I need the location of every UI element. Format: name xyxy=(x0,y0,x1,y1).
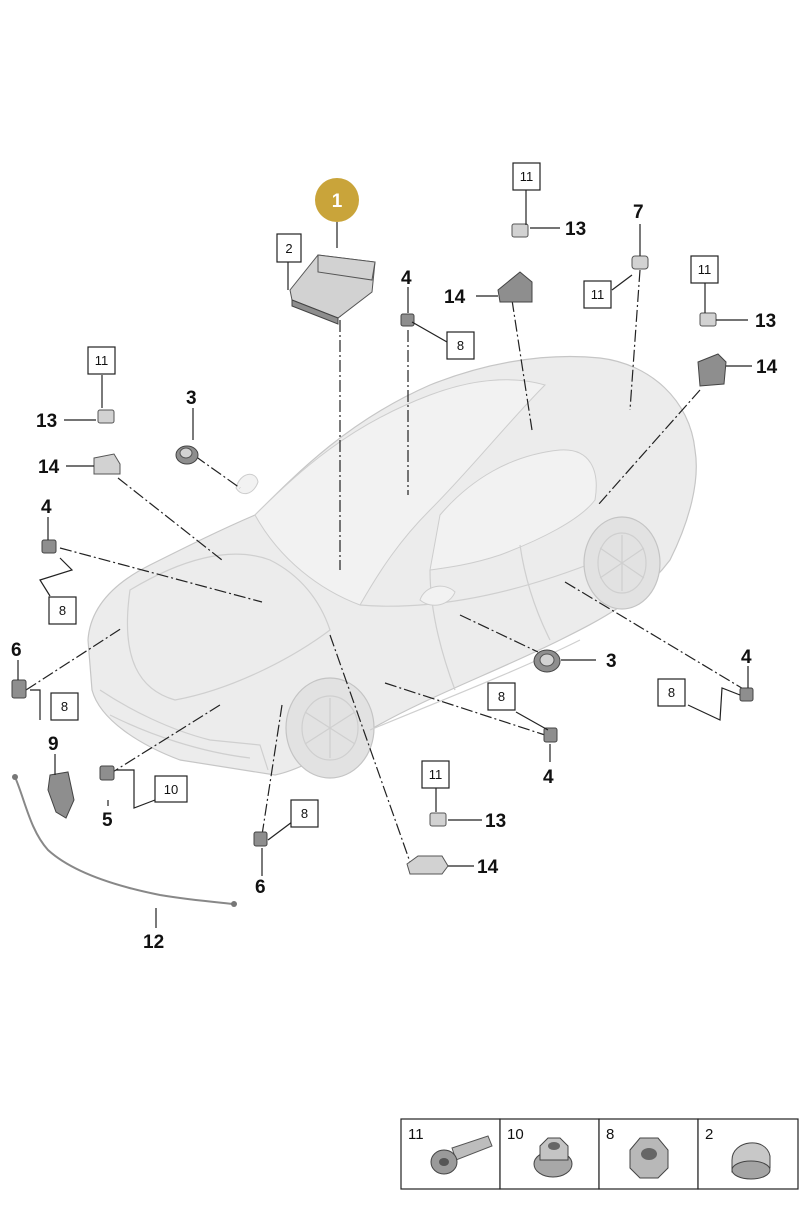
car-illustration xyxy=(87,355,697,779)
callout-6b: 6 xyxy=(255,877,266,898)
control-unit-part xyxy=(289,254,376,325)
sensor-part-4a xyxy=(400,313,415,327)
bolt-icon xyxy=(430,1135,493,1175)
callout-8b: 8 xyxy=(59,603,66,618)
sensor-part-6b xyxy=(253,831,268,847)
bracket-part-14d xyxy=(406,855,449,875)
bracket-part-14a xyxy=(497,271,533,303)
callout-14d: 14 xyxy=(477,857,499,878)
sensor-part-6a xyxy=(11,679,27,699)
callout-14c: 14 xyxy=(38,457,60,478)
clip-part-13b xyxy=(699,312,717,327)
callout-8e: 8 xyxy=(668,685,675,700)
cap-nut-icon xyxy=(731,1142,771,1180)
callout-3b: 3 xyxy=(606,651,617,672)
sensor-part-7 xyxy=(631,255,649,270)
leader-lines xyxy=(25,269,746,863)
callout-11a: 11 xyxy=(520,169,534,184)
bracket-part-14c xyxy=(93,453,121,475)
legend-number-2: 8 xyxy=(606,1126,614,1143)
callout-10: 10 xyxy=(164,782,178,797)
callout-1: 1 xyxy=(332,191,343,212)
callout-11d: 11 xyxy=(95,353,109,368)
sensor-part-4c xyxy=(739,687,754,702)
hex-nut-icon xyxy=(629,1137,669,1179)
clip-part-13c xyxy=(97,409,115,424)
callout-4d: 4 xyxy=(543,767,554,788)
callout-2: 2 xyxy=(285,241,292,256)
callout-8a: 8 xyxy=(457,338,464,353)
clip-part-13d xyxy=(429,812,447,827)
callout-5: 5 xyxy=(102,810,113,831)
solid-leaders xyxy=(17,190,752,928)
legend-number-1: 10 xyxy=(507,1126,524,1143)
wire-harness-part-12 xyxy=(14,776,235,905)
callout-11c: 11 xyxy=(698,262,712,277)
sensor-part-3b xyxy=(533,649,561,673)
callout-7: 7 xyxy=(633,202,644,223)
callout-8c: 8 xyxy=(61,699,68,714)
callout-9: 9 xyxy=(48,734,59,755)
callout-14a: 14 xyxy=(444,287,466,308)
callout-11e: 11 xyxy=(429,767,443,782)
flange-nut-icon xyxy=(533,1137,573,1178)
callout-12: 12 xyxy=(143,932,164,953)
callout-13c: 13 xyxy=(36,411,57,432)
callout-6a: 6 xyxy=(11,640,22,661)
clip-part-13a xyxy=(511,223,529,238)
callout-3a: 3 xyxy=(186,388,197,409)
parts xyxy=(11,223,754,907)
legend-number-3: 2 xyxy=(705,1126,713,1143)
legend-number-0: 11 xyxy=(408,1126,424,1143)
callout-4b: 4 xyxy=(41,497,52,518)
bracket-part-9 xyxy=(47,771,75,819)
sensor-part-4b xyxy=(41,539,57,554)
main-callout-badge xyxy=(315,178,359,222)
callout-labels: 1 2 11 11 11 11 11 8 8 8 8 8 8 10 13 14 … xyxy=(11,162,778,953)
callout-4c: 4 xyxy=(741,647,752,668)
callout-13a: 13 xyxy=(565,219,586,240)
callout-14b: 14 xyxy=(756,357,778,378)
callout-8f: 8 xyxy=(301,806,308,821)
sensor-part-5 xyxy=(99,765,115,781)
sensor-part-4d xyxy=(543,727,558,743)
callout-13b: 13 xyxy=(755,311,776,332)
callout-8d: 8 xyxy=(498,689,505,704)
bracket-part-14b xyxy=(697,353,727,387)
hardware-legend: 11 10 8 2 xyxy=(400,1118,799,1190)
callout-4a: 4 xyxy=(401,268,412,289)
callout-13d: 13 xyxy=(485,811,506,832)
callout-11b: 11 xyxy=(591,287,605,302)
sensor-part-3a xyxy=(175,445,199,465)
